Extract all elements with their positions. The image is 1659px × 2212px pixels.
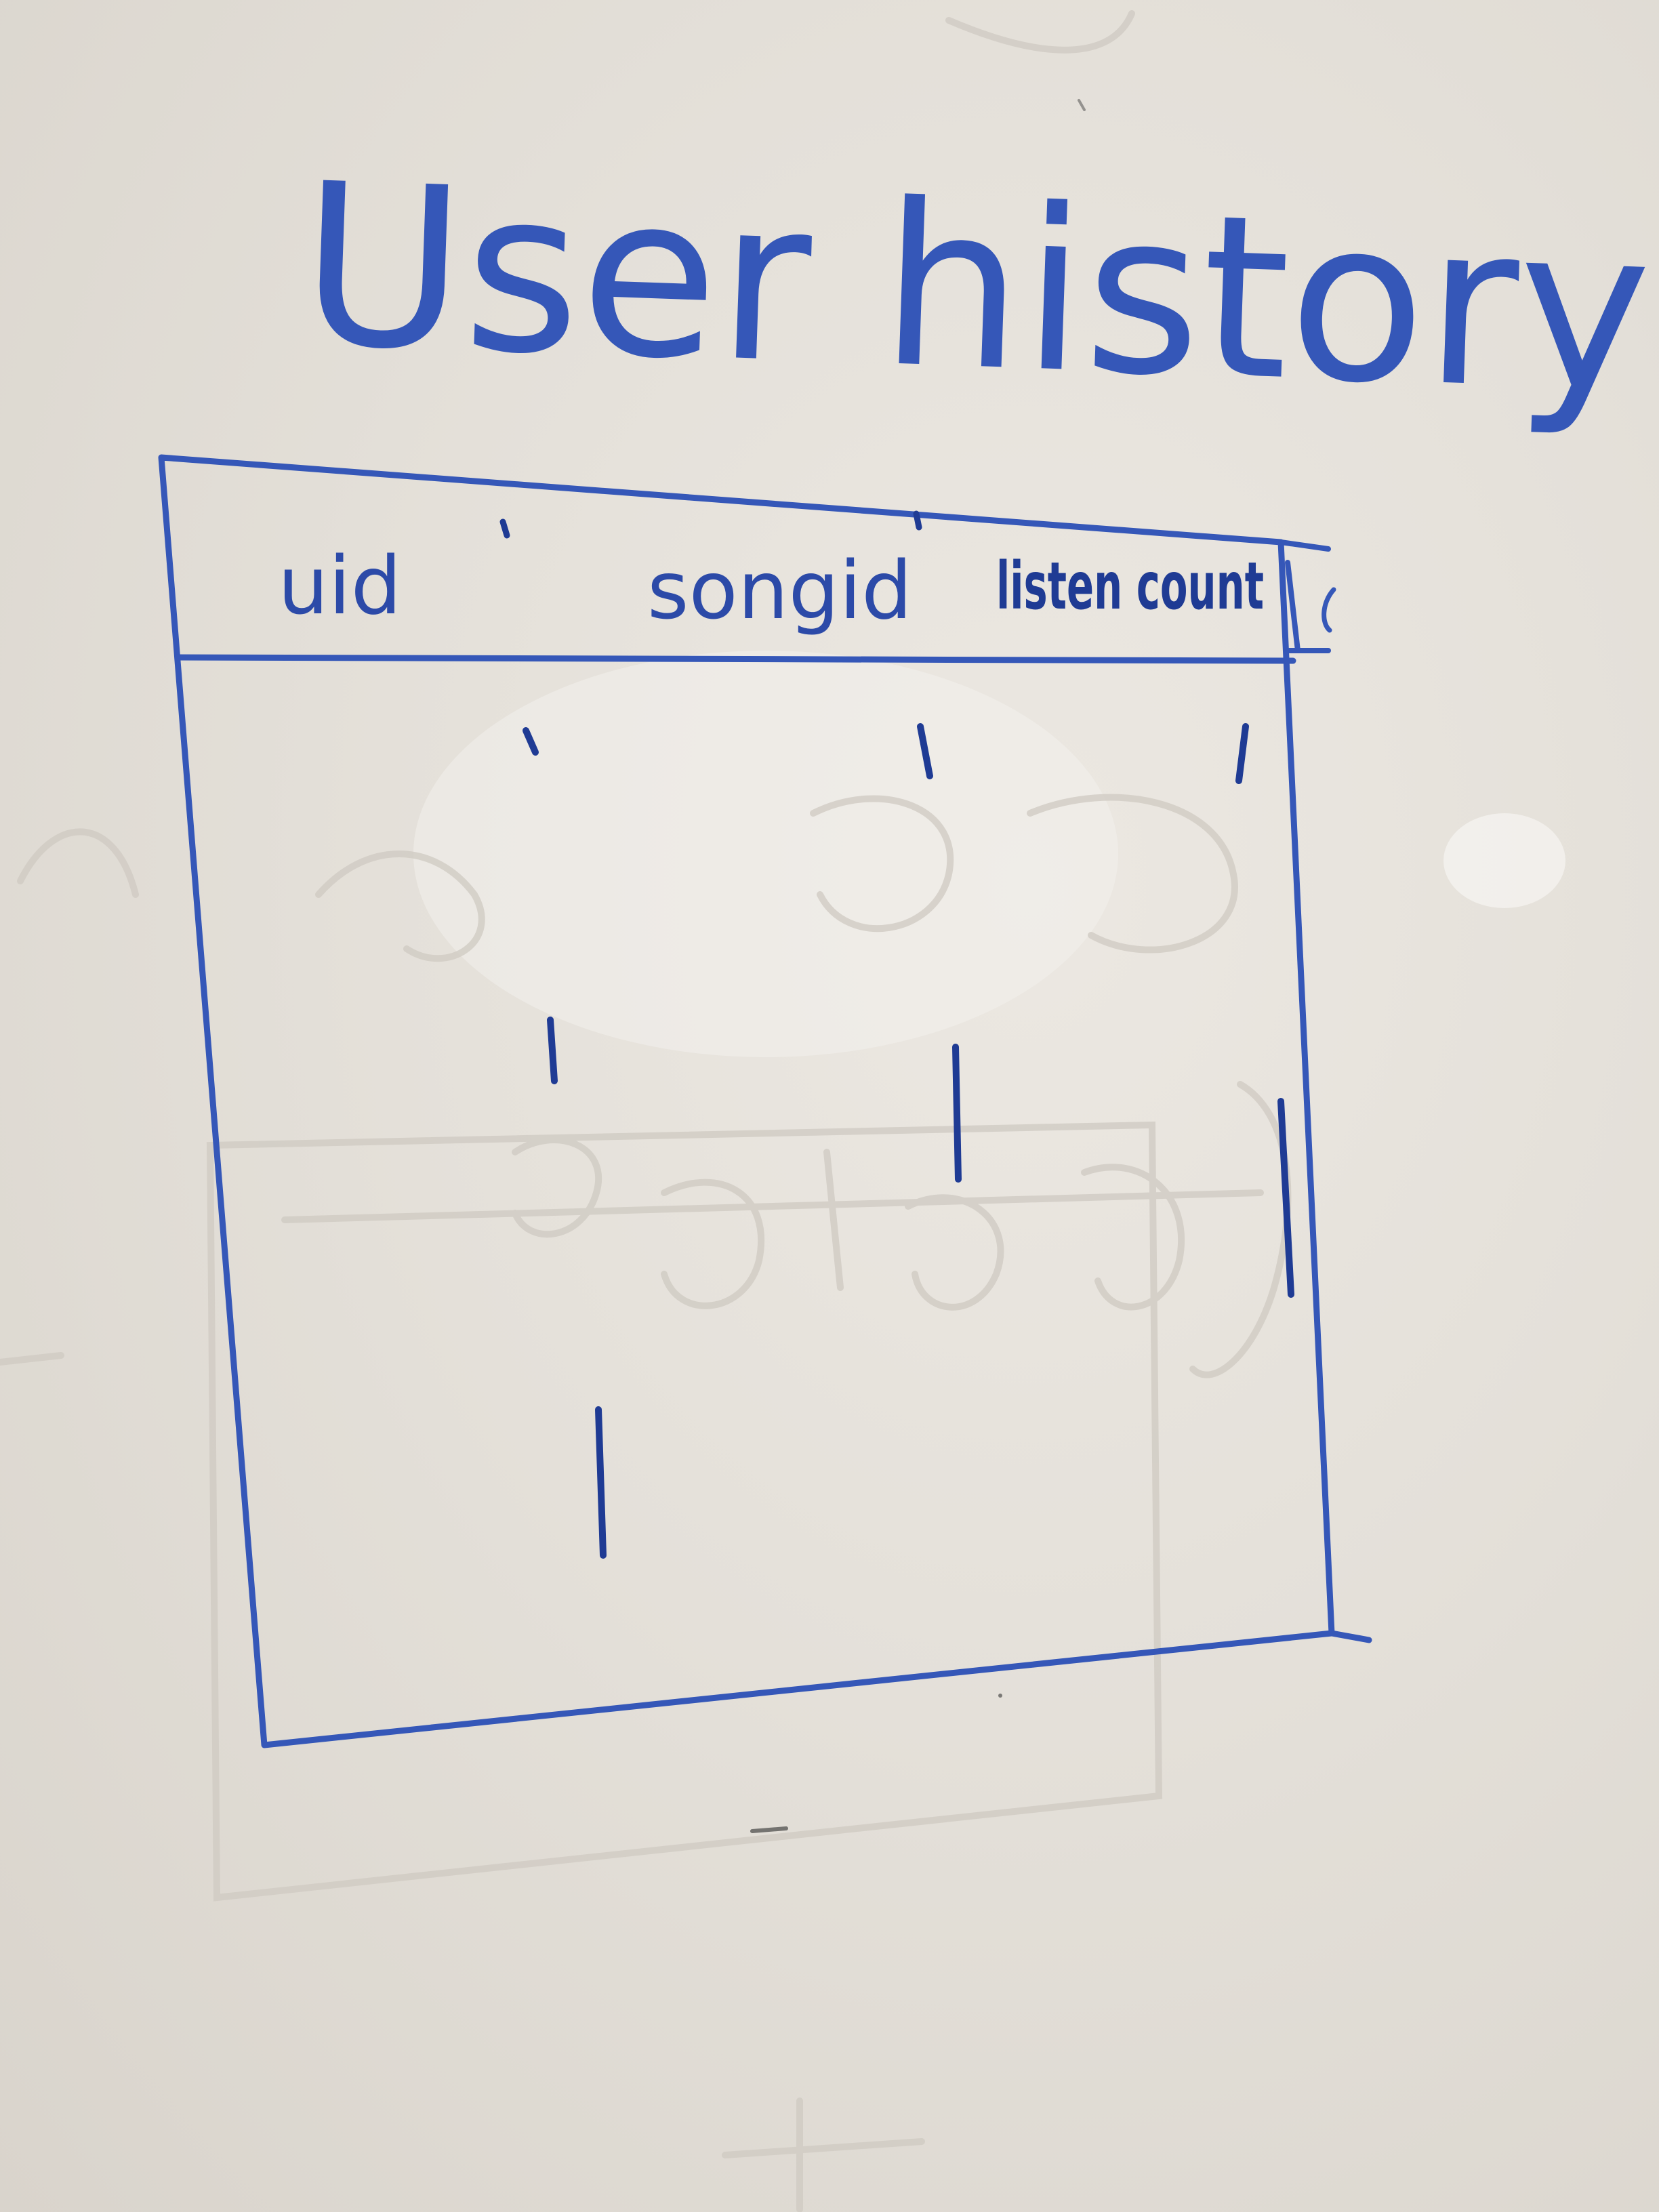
divider-3-dash-1: [1235, 723, 1249, 784]
glare-right: [1443, 813, 1565, 908]
glare-center: [413, 651, 1118, 1057]
ghost-scrawl-1: [315, 851, 485, 962]
divider-1-dash-1: [523, 727, 539, 756]
divider-1-dash-2: [547, 1017, 558, 1084]
ghost-left-curve: [17, 828, 139, 898]
ghost-bottom-cross: [722, 2097, 925, 2212]
column-header-uid: uid: [278, 539, 401, 632]
divider-2-dash-2: [952, 1044, 962, 1183]
smudge-bottom: [750, 1826, 788, 1833]
ghost-scrawl-7: [905, 1194, 1004, 1311]
ghost-top-curve: [945, 10, 1135, 54]
ghost-scrawl-3: [1027, 794, 1238, 954]
column-header-songid: songid: [647, 544, 912, 637]
ghost-scrawl-2: [810, 795, 954, 933]
divider-2-dash-1: [917, 723, 933, 779]
column-dividers: [523, 723, 1294, 1559]
ghost-scrawl-5: [661, 1179, 765, 1309]
smudge-top-right: [1078, 99, 1086, 111]
dot-bottom: [998, 1694, 1002, 1698]
header-tick-1: [499, 518, 510, 539]
ghost-left-dash: [0, 1352, 64, 1366]
header-ticks: [499, 510, 922, 539]
outline-corner-tick: [1328, 1630, 1372, 1643]
divider-1-dash-3: [595, 1406, 607, 1559]
ghost-scrawl-8: [1081, 1164, 1185, 1311]
ghost-scrawl-6: [823, 1149, 844, 1291]
ghost-scrawl-9: [1189, 1081, 1292, 1378]
ghost-marks: [0, 10, 1292, 2212]
board-title: User history: [296, 135, 1654, 442]
divider-3-dash-2: [1277, 1098, 1294, 1298]
ghost-scrawl-4: [512, 1136, 602, 1238]
header-divider: [174, 654, 1296, 664]
header-extra-mark: [1322, 587, 1336, 633]
header-extra-cell: [1278, 539, 1331, 653]
ghost-hline: [281, 1189, 1264, 1223]
ghost-rectangle: [206, 1121, 1163, 1902]
header-tick-2: [913, 510, 922, 531]
column-header-listen-count: listen count: [996, 548, 1264, 624]
